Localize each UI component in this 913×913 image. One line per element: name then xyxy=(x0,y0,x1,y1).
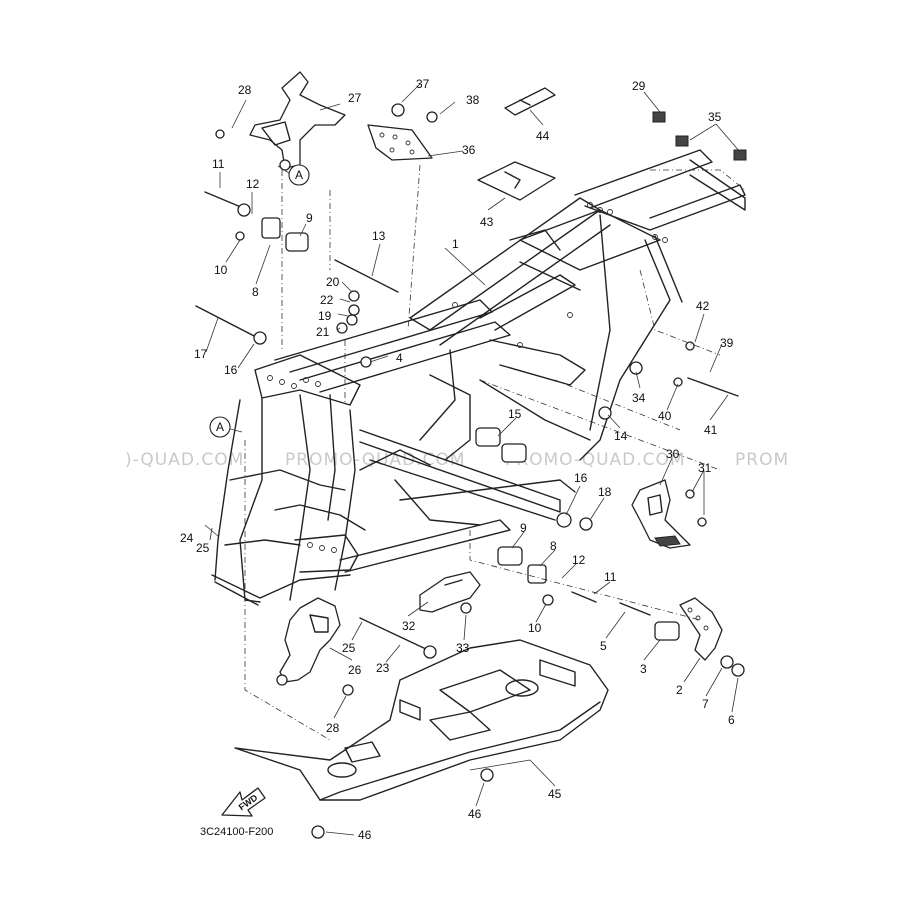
plate-43 xyxy=(477,161,556,201)
bracket-32 xyxy=(419,571,481,613)
callout-33: 33 xyxy=(456,641,470,655)
ref-marker-a-top-label: A xyxy=(295,168,303,182)
watermark: )-QUAD.COM PROMO-QUAD.COM PROMO-QUAD.COM… xyxy=(125,450,789,470)
callout-9-lower: 9 xyxy=(520,521,527,535)
callout-45: 45 xyxy=(548,787,562,801)
callout-12-upper: 12 xyxy=(246,177,260,191)
callout-14: 14 xyxy=(614,429,628,443)
callout-30: 30 xyxy=(666,447,680,461)
callout-46-upper: 46 xyxy=(468,807,482,821)
callout-12-lower: 12 xyxy=(572,553,586,567)
callout-4: 4 xyxy=(396,351,403,365)
callout-15: 15 xyxy=(508,407,522,421)
skid-plate xyxy=(234,639,609,801)
callout-11-lower: 11 xyxy=(604,570,617,584)
watermark-text-2: PROMO-QUAD.COM xyxy=(285,450,466,470)
callout-46-lower: 46 xyxy=(358,828,372,842)
callout-23: 23 xyxy=(376,661,390,675)
bracket-2 xyxy=(679,597,723,661)
main-frame xyxy=(211,149,746,606)
callout-5: 5 xyxy=(600,639,607,653)
ref-marker-a-top: A xyxy=(277,164,310,186)
callout-37: 37 xyxy=(416,77,430,91)
rubber-bushings xyxy=(261,217,680,641)
callout-40: 40 xyxy=(658,409,672,423)
callout-32: 32 xyxy=(402,619,416,633)
callout-22: 22 xyxy=(320,293,334,307)
ref-marker-a-left: A xyxy=(209,416,243,438)
callout-10-upper: 10 xyxy=(214,263,228,277)
watermark-text-1: )-QUAD.COM xyxy=(125,450,244,470)
callout-34: 34 xyxy=(632,391,646,405)
callout-39: 39 xyxy=(720,336,734,350)
callout-8-lower: 8 xyxy=(550,539,557,553)
callout-16-lower: 16 xyxy=(574,471,588,485)
fwd-arrow: FWD xyxy=(221,787,266,817)
callout-3: 3 xyxy=(640,662,647,676)
callout-16-upper: 16 xyxy=(224,363,238,377)
callout-labels: 1 2 3 4 5 6 7 8 8 9 9 10 10 11 11 12 12 … xyxy=(180,77,735,842)
bracket-27 xyxy=(249,71,346,171)
callout-28-upper: 28 xyxy=(238,83,252,97)
callout-19: 19 xyxy=(318,309,332,323)
callout-9-upper: 9 xyxy=(306,211,313,225)
plate-36 xyxy=(367,124,433,161)
callout-25-lower: 25 xyxy=(342,641,356,655)
callout-28-lower: 28 xyxy=(326,721,340,735)
callout-42: 42 xyxy=(696,299,710,313)
callout-35: 35 xyxy=(708,110,722,124)
callout-25-left: 25 xyxy=(196,541,210,555)
clip-44 xyxy=(504,87,556,116)
bolts xyxy=(195,103,747,839)
callout-7: 7 xyxy=(702,697,709,711)
callout-41: 41 xyxy=(704,423,718,437)
callout-11-upper: 11 xyxy=(212,157,225,171)
callout-21: 21 xyxy=(316,325,330,339)
watermark-text-3: PROMO-QUAD.COM xyxy=(505,450,686,470)
callout-17: 17 xyxy=(194,347,208,361)
bracket-30 xyxy=(631,479,691,549)
callout-31: 31 xyxy=(698,461,712,475)
callout-6: 6 xyxy=(728,713,735,727)
callout-27: 27 xyxy=(348,91,362,105)
watermark-text-4: PROM xyxy=(735,450,789,470)
reference-lines xyxy=(244,164,746,741)
callout-1: 1 xyxy=(452,237,459,251)
callout-13: 13 xyxy=(372,229,386,243)
bracket-26 xyxy=(276,597,341,686)
ref-marker-a-left-label: A xyxy=(216,420,224,434)
callout-10-lower: 10 xyxy=(528,621,542,635)
callout-38: 38 xyxy=(466,93,480,107)
callout-18: 18 xyxy=(598,485,612,499)
callout-2: 2 xyxy=(676,683,683,697)
callout-20: 20 xyxy=(326,275,340,289)
callout-36: 36 xyxy=(462,143,476,157)
leader-lines xyxy=(204,83,741,836)
diagram-code: 3C24100-F200 xyxy=(200,826,273,838)
callout-8-upper: 8 xyxy=(252,285,259,299)
callout-43: 43 xyxy=(480,215,494,229)
callout-26: 26 xyxy=(348,663,362,677)
callout-24: 24 xyxy=(180,531,194,545)
callout-29: 29 xyxy=(632,79,646,93)
frame-holes xyxy=(267,202,668,553)
callout-44: 44 xyxy=(536,129,550,143)
